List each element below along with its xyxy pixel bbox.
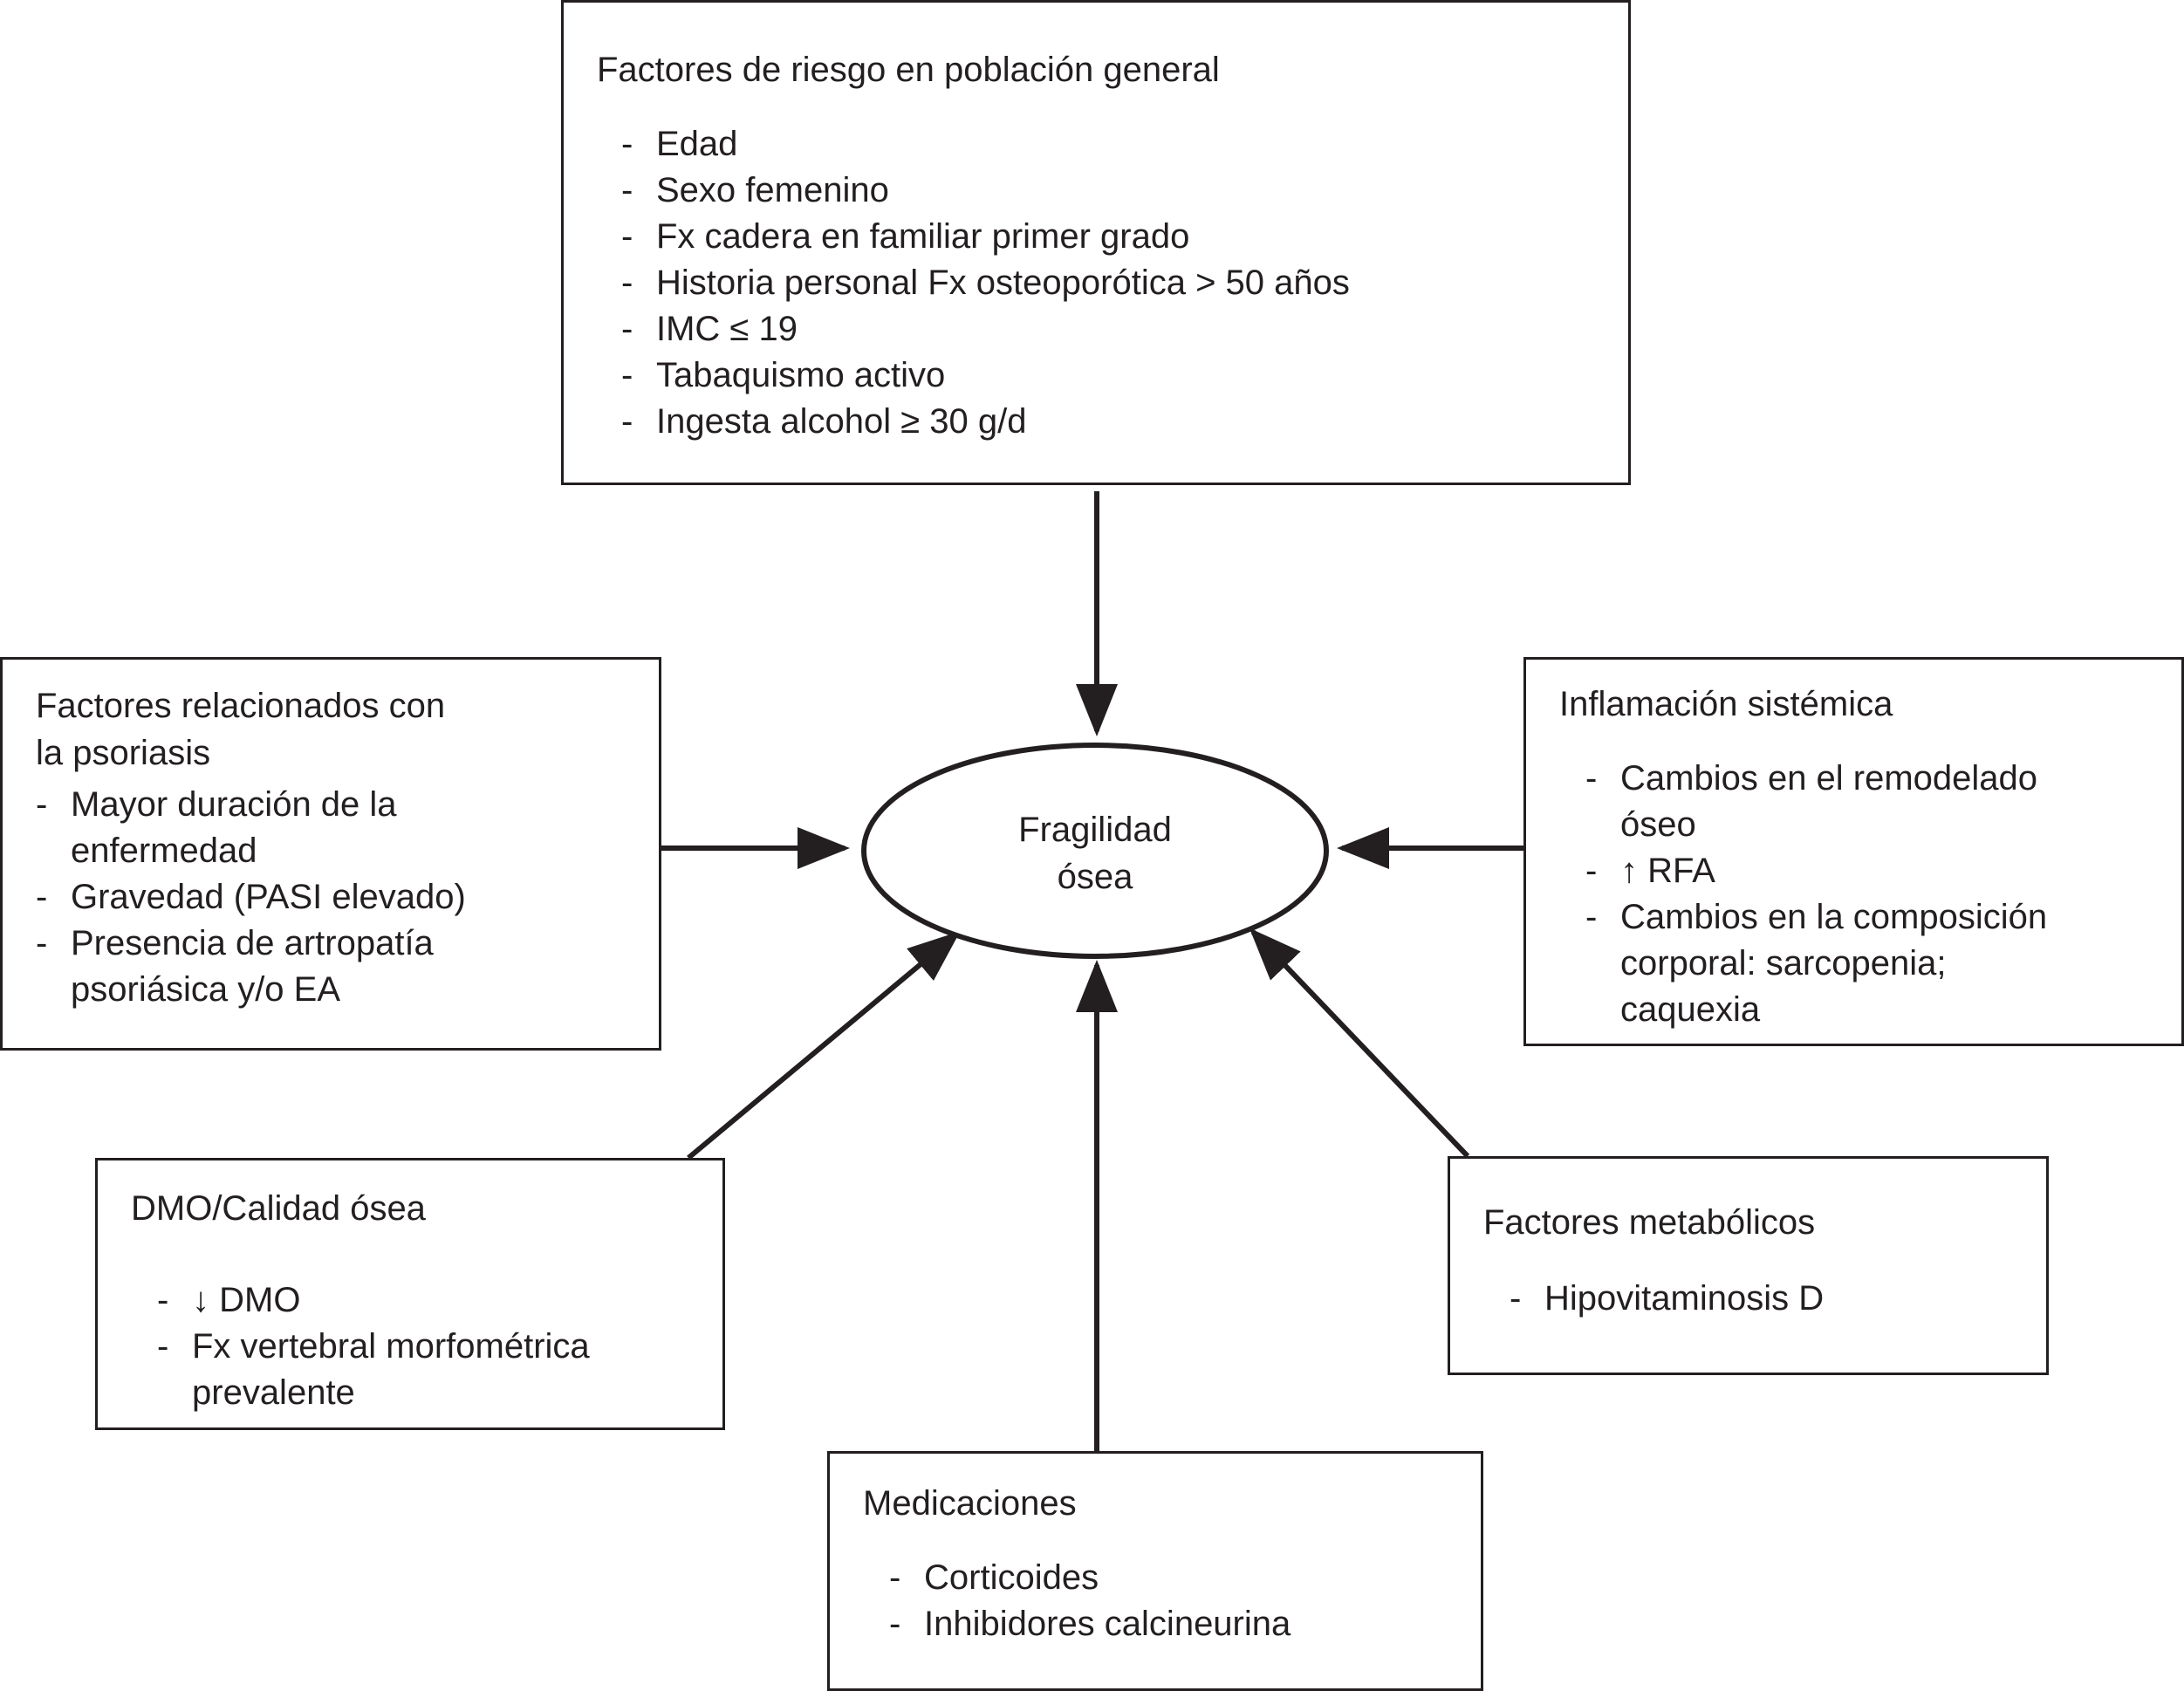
box-general-title: Factores de riesgo en población general bbox=[597, 51, 1220, 89]
list-item: Tabaquismo activo bbox=[621, 353, 1350, 399]
list-item-line: enfermedad bbox=[71, 832, 257, 870]
list-item: Mayor duración de la enfermedad bbox=[36, 782, 466, 874]
list-item-line: Gravedad (PASI elevado) bbox=[71, 878, 466, 916]
list-item-line: Mayor duración de la bbox=[71, 785, 397, 824]
box-dmo-title: DMO/Calidad ósea bbox=[131, 1189, 426, 1228]
box-psoriasis-list: Mayor duración de la enfermedad Gravedad… bbox=[36, 782, 466, 1013]
box-metabolicos-list: Hipovitaminosis D bbox=[1510, 1276, 1824, 1322]
list-item-line: prevalente bbox=[192, 1373, 355, 1412]
box-medicaciones-title: Medicaciones bbox=[863, 1484, 1077, 1523]
arrow-from-dmo bbox=[687, 931, 961, 1160]
list-item-line: Cambios en el remodelado bbox=[1620, 759, 2038, 798]
box-metabolicos-title: Factores metabólicos bbox=[1483, 1203, 1816, 1242]
list-item-line: corporal: sarcopenia; bbox=[1620, 944, 1947, 982]
list-item-line: caquexia bbox=[1620, 990, 1761, 1029]
box-metabolic-factors: Factores metabólicos Hipovitaminosis D bbox=[1448, 1156, 2049, 1375]
list-item: Hipovitaminosis D bbox=[1510, 1276, 1824, 1322]
list-item: Presencia de artropatía psoriásica y/o E… bbox=[36, 921, 466, 1013]
box-medications: Medicaciones Corticoides Inhibidores cal… bbox=[827, 1451, 1483, 1691]
list-item-line: Fx vertebral morfométrica bbox=[192, 1327, 590, 1366]
list-item-line: Presencia de artropatía bbox=[71, 924, 434, 962]
list-item: Cambios en la composición corporal: sarc… bbox=[1585, 894, 2047, 1033]
list-item: Historia personal Fx osteoporótica > 50 … bbox=[621, 260, 1350, 306]
list-item: IMC ≤ 19 bbox=[621, 306, 1350, 353]
list-item-line: psoriásica y/o EA bbox=[71, 970, 341, 1009]
box-psoriasis-title: Factores relacionados con la psoriasis bbox=[36, 682, 445, 777]
center-label-line2: ósea bbox=[1057, 858, 1133, 896]
box-psoriasis-title-line2: la psoriasis bbox=[36, 734, 211, 772]
list-item: Inhibidores calcineurina bbox=[889, 1601, 1291, 1647]
list-item: Fx vertebral morfométrica prevalente bbox=[157, 1324, 590, 1416]
center-ellipse bbox=[861, 743, 1329, 959]
box-systemic-inflammation: Inflamación sistémica Cambios en el remo… bbox=[1523, 657, 2184, 1046]
list-item: ↑ RFA bbox=[1585, 848, 2047, 894]
list-item: Sexo femenino bbox=[621, 168, 1350, 214]
list-item-line: óseo bbox=[1620, 805, 1696, 844]
arrow-from-metabolicos bbox=[1249, 928, 1470, 1159]
list-item-line: ↑ RFA bbox=[1620, 852, 1715, 890]
box-psoriasis-factors: Factores relacionados con la psoriasis M… bbox=[0, 657, 661, 1051]
box-inflamacion-title: Inflamación sistémica bbox=[1559, 685, 1893, 723]
list-item: Fx cadera en familiar primer grado bbox=[621, 214, 1350, 260]
list-item: Edad bbox=[621, 121, 1350, 168]
box-bone-quality: DMO/Calidad ósea ↓ DMO Fx vertebral morf… bbox=[95, 1158, 725, 1430]
list-item: Cambios en el remodelado óseo bbox=[1585, 756, 2047, 848]
box-medicaciones-list: Corticoides Inhibidores calcineurina bbox=[889, 1555, 1291, 1647]
box-psoriasis-title-line1: Factores relacionados con bbox=[36, 687, 446, 725]
list-item: Corticoides bbox=[889, 1555, 1291, 1601]
box-general-risk-factors: Factores de riesgo en población general … bbox=[561, 0, 1631, 485]
list-item: Ingesta alcohol ≥ 30 g/d bbox=[621, 399, 1350, 445]
box-general-list: Edad Sexo femenino Fx cadera en familiar… bbox=[621, 121, 1350, 445]
box-inflamacion-list: Cambios en el remodelado óseo ↑ RFA Camb… bbox=[1585, 756, 2047, 1033]
list-item: Gravedad (PASI elevado) bbox=[36, 874, 466, 921]
box-dmo-list: ↓ DMO Fx vertebral morfométrica prevalen… bbox=[157, 1277, 590, 1416]
center-label-line1: Fragilidad bbox=[1018, 811, 1172, 849]
list-item: ↓ DMO bbox=[157, 1277, 590, 1324]
list-item-line: ↓ DMO bbox=[192, 1281, 301, 1319]
center-label: Fragilidad ósea bbox=[921, 806, 1270, 900]
list-item-line: Cambios en la composición bbox=[1620, 898, 2048, 936]
